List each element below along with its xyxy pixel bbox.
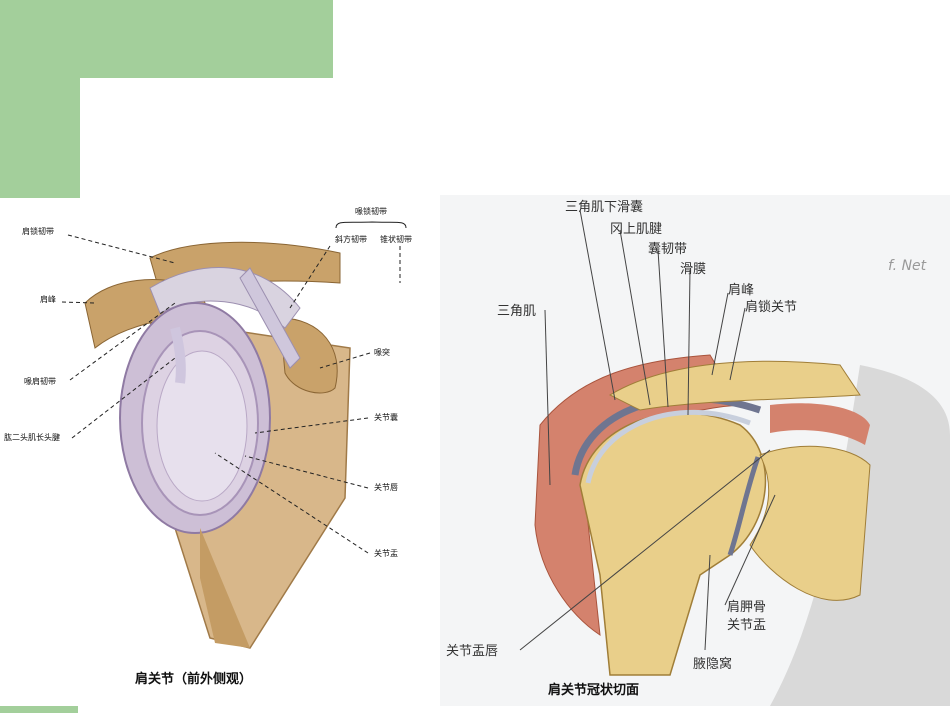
label-ac-ligament: 肩锁韧带: [22, 226, 54, 236]
right-anatomy-illustration: 三角肌下滑囊 冈上肌腱 囊韧带 滑膜 肩峰 肩锁关节 三角肌 肩胛骨 关节盂 关…: [440, 195, 950, 706]
label-coracoclavicular: 喙锁韧带: [355, 206, 387, 216]
left-caption: 肩关节（前外侧观）: [135, 672, 253, 687]
white-card-corner: [80, 78, 380, 218]
label-glenoid: 关节盂: [374, 548, 398, 558]
coracoid-shape: [279, 317, 338, 394]
glenoid-cartilage: [727, 456, 761, 556]
biceps-tendon-shape: [170, 326, 186, 384]
label-scapula: 肩胛骨: [727, 599, 766, 615]
left-anatomy-figure: 喙锁韧带 斜方韧带 锥状韧带 肩锁韧带 肩峰 喙肩韧带 肱二头肌长头腱 喙突 关…: [0, 198, 440, 706]
label-capsular-ligament: 囊韧带: [648, 241, 687, 257]
label-capsule: 关节囊: [374, 412, 398, 422]
scapula-lower: [200, 528, 250, 648]
label-coracoacromial: 喙肩韧带: [24, 376, 56, 386]
capsule-arc-inner: [585, 409, 751, 484]
label-axillary-recess: 腋隐窝: [693, 656, 732, 672]
label-labrum: 关节唇: [374, 482, 398, 492]
scapula-glenoid: [749, 445, 871, 601]
label-trapezoid: 斜方韧带: [335, 234, 367, 244]
label-subdeltoid-bursa: 三角肌下滑囊: [565, 199, 643, 215]
watermark-text: f. Net: [888, 258, 927, 274]
label-conoid: 锥状韧带: [380, 234, 412, 244]
label-deltoid: 三角肌: [497, 304, 536, 319]
label-glenoid-labrum-r: 关节盂唇: [446, 644, 498, 659]
label-synovium: 滑膜: [680, 262, 706, 277]
label-acromion: 肩峰: [40, 294, 56, 304]
label-ac-joint: 肩锁关节: [745, 299, 797, 315]
green-decor-top: [0, 0, 333, 78]
acromion-bone: [608, 360, 861, 411]
label-biceps: 肱二头肌长头腱: [4, 432, 60, 442]
supraspinatus-muscle: [770, 403, 870, 445]
bracket: [335, 221, 407, 229]
label-supraspinatus: 冈上肌腱: [610, 222, 662, 237]
label-acromion-r: 肩峰: [728, 282, 754, 298]
right-anatomy-figure: 三角肌下滑囊 冈上肌腱 囊韧带 滑膜 肩峰 肩锁关节 三角肌 肩胛骨 关节盂 关…: [440, 195, 950, 706]
right-leader-lines: [519, 209, 776, 651]
right-caption: 肩关节冠状切面: [548, 683, 640, 698]
glenoid-cavity-shape: [156, 350, 248, 502]
label-coracoid: 喙突: [374, 347, 390, 357]
green-decor-bottom: [0, 706, 78, 713]
left-leader-lines: [61, 234, 401, 554]
ligament-band-2: [239, 267, 301, 369]
label-glenoid-r: 关节盂: [727, 618, 766, 633]
green-decor-left: [0, 78, 80, 198]
left-anatomy-illustration: 喙锁韧带 斜方韧带 锥状韧带 肩锁韧带 肩峰 喙肩韧带 肱二头肌长头腱 喙突 关…: [4, 206, 412, 649]
